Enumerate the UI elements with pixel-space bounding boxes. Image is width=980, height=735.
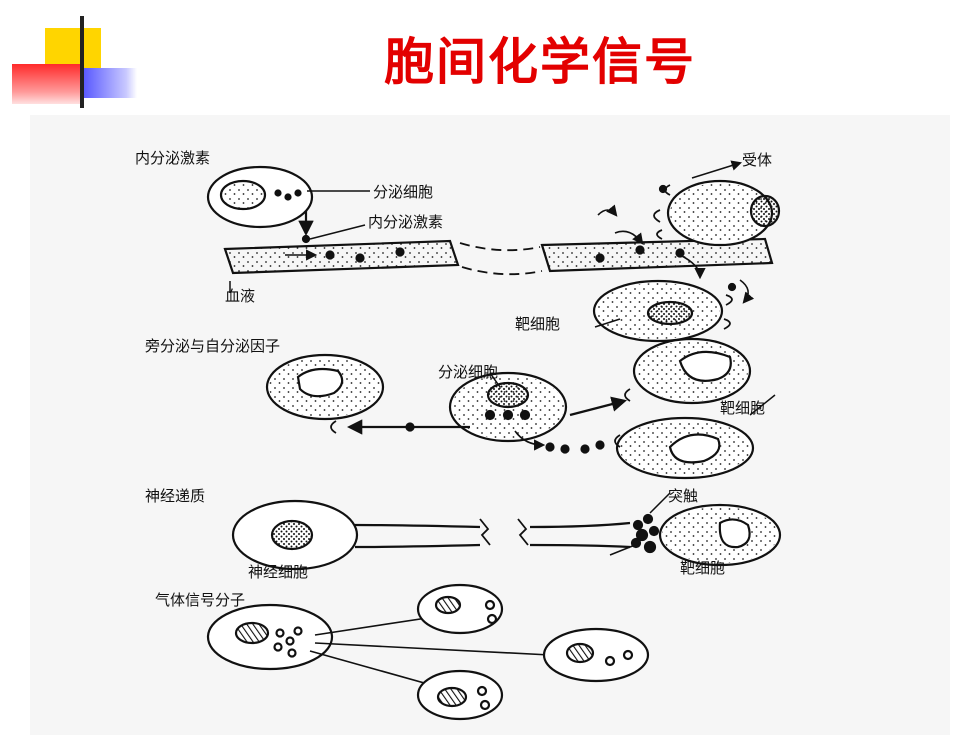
label-neuro-nerve-cell: 神经细胞 <box>248 563 308 581</box>
deco-vertical-line <box>80 16 84 108</box>
label-endocrine-blood: 血液 <box>225 287 255 305</box>
label-neuro-target-cell: 靶细胞 <box>680 559 725 577</box>
neuro-section <box>231 492 782 571</box>
label-endocrine-secreting-cell: 分泌细胞 <box>373 183 433 201</box>
endocrine-section <box>206 160 781 343</box>
paracrine-section <box>265 337 776 480</box>
gas-section <box>206 583 650 721</box>
label-gas-heading: 气体信号分子 <box>155 591 245 609</box>
cell-signaling-diagram: 内分泌激素 分泌细胞 内分泌激素 受体 血液 靶细胞 旁分泌与自分泌因子 分泌细… <box>30 115 950 735</box>
label-endocrine-hormone: 内分泌激素 <box>368 213 443 231</box>
page-title: 胞间化学信号 <box>384 33 696 91</box>
label-neuro-synapse: 突触 <box>668 487 698 505</box>
deco-red-square <box>12 64 82 104</box>
label-paracrine-secreting-cell: 分泌细胞 <box>438 363 498 381</box>
gas-target-cell-right <box>542 627 650 683</box>
label-neuro-heading: 神经递质 <box>145 487 205 505</box>
deco-lavender-square <box>82 68 137 98</box>
blood-vessel-right <box>540 237 774 273</box>
gas-target-cell-top <box>416 583 504 635</box>
label-endocrine-heading: 内分泌激素 <box>135 149 210 167</box>
synapse-cluster <box>630 513 660 554</box>
label-endocrine-receptor: 受体 <box>742 151 772 169</box>
label-endocrine-target-cell: 靶细胞 <box>515 315 560 333</box>
endocrine-secreting-nucleus <box>219 179 267 211</box>
label-paracrine-target-cell: 靶细胞 <box>720 399 765 417</box>
gas-source-cell <box>206 603 334 671</box>
label-paracrine-heading: 旁分泌与自分泌因子 <box>145 337 280 355</box>
